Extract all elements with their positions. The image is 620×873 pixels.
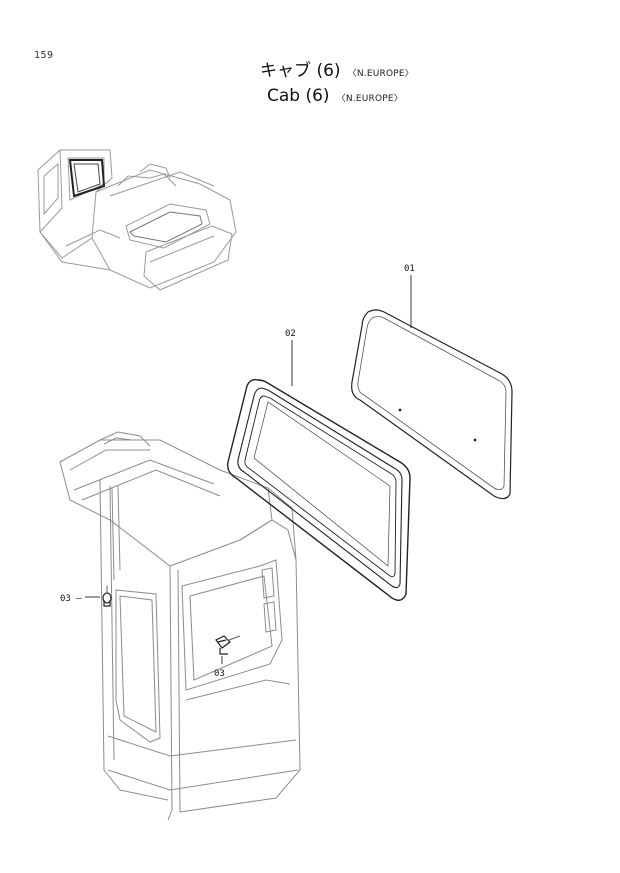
page-number: 159 — [34, 50, 54, 61]
cab-body-illustration — [59, 431, 301, 821]
callout-02: 02 — [285, 329, 296, 339]
part-03-fastener-right — [215, 635, 241, 655]
callout-03-left: 03 — — [60, 594, 82, 604]
title-japanese: キャブ (6) 〈N.EUROPE〉 — [0, 60, 620, 85]
part-03-fastener-left — [102, 586, 112, 607]
title-english-region: 〈N.EUROPE〉 — [336, 94, 403, 104]
title-japanese-main: キャブ (6) — [260, 61, 341, 81]
machine-overview-illustration — [37, 149, 237, 291]
title-japanese-region: 〈N.EUROPE〉 — [347, 69, 414, 79]
callout-01: 01 — [404, 264, 415, 274]
title-block: キャブ (6) 〈N.EUROPE〉 Cab (6) 〈N.EUROPE〉 — [0, 60, 620, 110]
callout-03-right: 03 — [214, 669, 225, 679]
leader-lines — [85, 275, 412, 664]
title-english-main: Cab (6) — [267, 86, 330, 106]
part-02-window-seal — [226, 379, 411, 601]
part-01-glass-panel — [351, 309, 513, 500]
title-english: Cab (6) 〈N.EUROPE〉 — [0, 85, 620, 110]
